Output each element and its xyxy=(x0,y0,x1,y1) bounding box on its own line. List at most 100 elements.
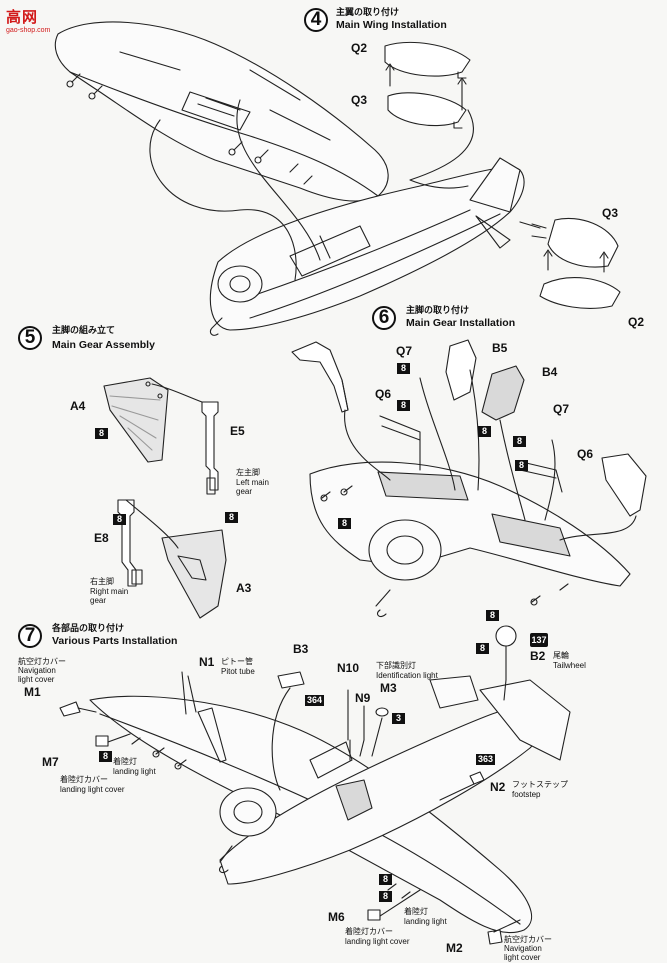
step4-connector xyxy=(409,109,474,189)
step7-tailwheel-en: Tailwheel xyxy=(553,661,586,670)
step7-nav2-en1: Navigation xyxy=(504,944,542,953)
step5-leg-e8 xyxy=(117,499,137,587)
step7-gear-leg xyxy=(197,707,227,763)
step6-leg-left xyxy=(291,341,349,413)
step7-pegs xyxy=(131,737,411,899)
step4-fuselage-spine xyxy=(239,209,501,319)
watermark: 高网 gao-shop.com xyxy=(6,6,50,34)
step5-door-hatch xyxy=(109,395,161,451)
step5-leg-tip xyxy=(131,569,143,585)
step5-label-e8: E8 xyxy=(94,531,109,545)
step7-nav-jp: 航空灯カバー xyxy=(18,657,66,666)
step6-number: 6 xyxy=(372,306,396,330)
step6-label-q6-left: Q6 xyxy=(375,387,392,401)
step6-pegs xyxy=(321,485,569,603)
step7-label-b3: B3 xyxy=(293,642,309,656)
step6-engine-intake xyxy=(386,535,424,565)
step7-box-8: 8 xyxy=(476,643,489,654)
step5-leg-tip xyxy=(206,477,216,495)
step4-engine-nose xyxy=(217,265,263,303)
step6-door-right xyxy=(601,453,647,517)
step7-tailwheel-jp: 尾輪 xyxy=(553,651,569,660)
step5-label-a4: A4 xyxy=(70,399,86,413)
step6-engine xyxy=(368,519,442,581)
step7-gear-door xyxy=(335,779,373,821)
step6-label-b5: B5 xyxy=(492,341,508,355)
step7-stabilizer xyxy=(429,675,479,709)
step4-peg xyxy=(228,148,236,156)
step6-box-8: 8 xyxy=(397,400,410,411)
step4-arrows xyxy=(385,63,467,111)
step7-landing-light-en: landing light xyxy=(113,767,156,776)
step7-label-n9: N9 xyxy=(355,691,371,705)
step4-cockpit xyxy=(289,225,371,277)
step7-nose xyxy=(219,845,233,874)
step4-drawing xyxy=(54,21,621,336)
step6-wing xyxy=(309,461,631,587)
step4-part-q2-right xyxy=(539,277,621,309)
step7-part-m6 xyxy=(367,909,381,921)
step4-peg xyxy=(66,80,74,88)
step7-peg xyxy=(152,750,160,758)
step6-box-8: 8 xyxy=(478,426,491,437)
step6-drawing xyxy=(291,339,647,618)
step7-part-tailwheel xyxy=(495,625,517,647)
step4-wing-detail xyxy=(119,51,331,141)
step7-engine-intake xyxy=(233,800,263,824)
step7-label-m3: M3 xyxy=(380,681,397,695)
step7-title-jp: 各部品の取り付け xyxy=(52,623,125,633)
step4-part-q3 xyxy=(387,92,467,129)
step7-landing-light-jp: 着陸灯 xyxy=(113,757,137,766)
step7-id-jp: 下部識別灯 xyxy=(376,661,416,670)
step7-box-137: 137 xyxy=(530,633,548,647)
step5-number: 5 xyxy=(18,326,42,350)
step7-box-363: 363 xyxy=(476,754,496,765)
step7-title-en: Various Parts Installation xyxy=(52,635,178,647)
step7-label-m1: M1 xyxy=(24,685,41,699)
step5-left-gear-en1: Left main xyxy=(236,478,269,487)
step7-part-m3 xyxy=(375,707,389,717)
step7-peg xyxy=(174,762,182,770)
step6-gear-bay-right xyxy=(491,513,571,557)
step5-gear-door-a3 xyxy=(161,529,227,619)
step7-label-b2: B2 xyxy=(530,649,546,663)
step6-leaders xyxy=(344,369,637,541)
step4-peg xyxy=(88,92,96,100)
step7-landing-light2-en: landing light xyxy=(404,917,447,926)
step6-label-b4: B4 xyxy=(542,365,558,379)
step6-label-q6-right: Q6 xyxy=(577,447,594,461)
step4-label-q2-right: Q2 xyxy=(628,315,645,329)
step7-leaders xyxy=(77,675,521,933)
step7-label-m6: M6 xyxy=(328,910,345,924)
step7-box-8: 8 xyxy=(99,751,112,762)
step4-wing-leading-edge xyxy=(69,71,379,197)
step7-cockpit xyxy=(309,741,353,779)
step7-id-en: Identification light xyxy=(376,671,438,680)
step7-label-m7: M7 xyxy=(42,755,59,769)
step5-title-jp: 主脚の組み立て xyxy=(52,325,116,335)
step4-label-q3-top: Q3 xyxy=(351,93,368,107)
step5-door-pin xyxy=(145,381,151,387)
step5-title-en: Main Gear Assembly xyxy=(52,339,155,351)
step7-nav2-jp: 航空灯カバー xyxy=(504,935,552,944)
step6-title-en: Main Gear Installation xyxy=(406,317,516,329)
step5-label-a3: A3 xyxy=(236,581,252,595)
step4-connector xyxy=(236,99,321,261)
step5-box-8: 8 xyxy=(225,512,238,523)
step7-part-n1 xyxy=(181,671,187,715)
watermark-url: gao-shop.com xyxy=(6,27,51,34)
step7-landing-cover-jp: 着陸灯カバー xyxy=(60,775,108,784)
step4-label-q3-right: Q3 xyxy=(602,206,619,220)
step7-part-m1 xyxy=(59,701,81,717)
step7-tail-fin xyxy=(479,679,571,761)
step5-leg-e5 xyxy=(201,401,219,491)
step5-door-cutout xyxy=(177,555,207,581)
step4-connector xyxy=(149,119,297,281)
step6-door-b5 xyxy=(445,339,477,401)
step7-n1-en: Pitot tube xyxy=(221,667,255,676)
watermark-title: 高网 xyxy=(6,9,39,26)
step5-right-gear-jp: 右主脚 xyxy=(90,577,114,586)
step6-gear-bay xyxy=(377,471,469,501)
step4-arrows-right xyxy=(519,221,609,273)
